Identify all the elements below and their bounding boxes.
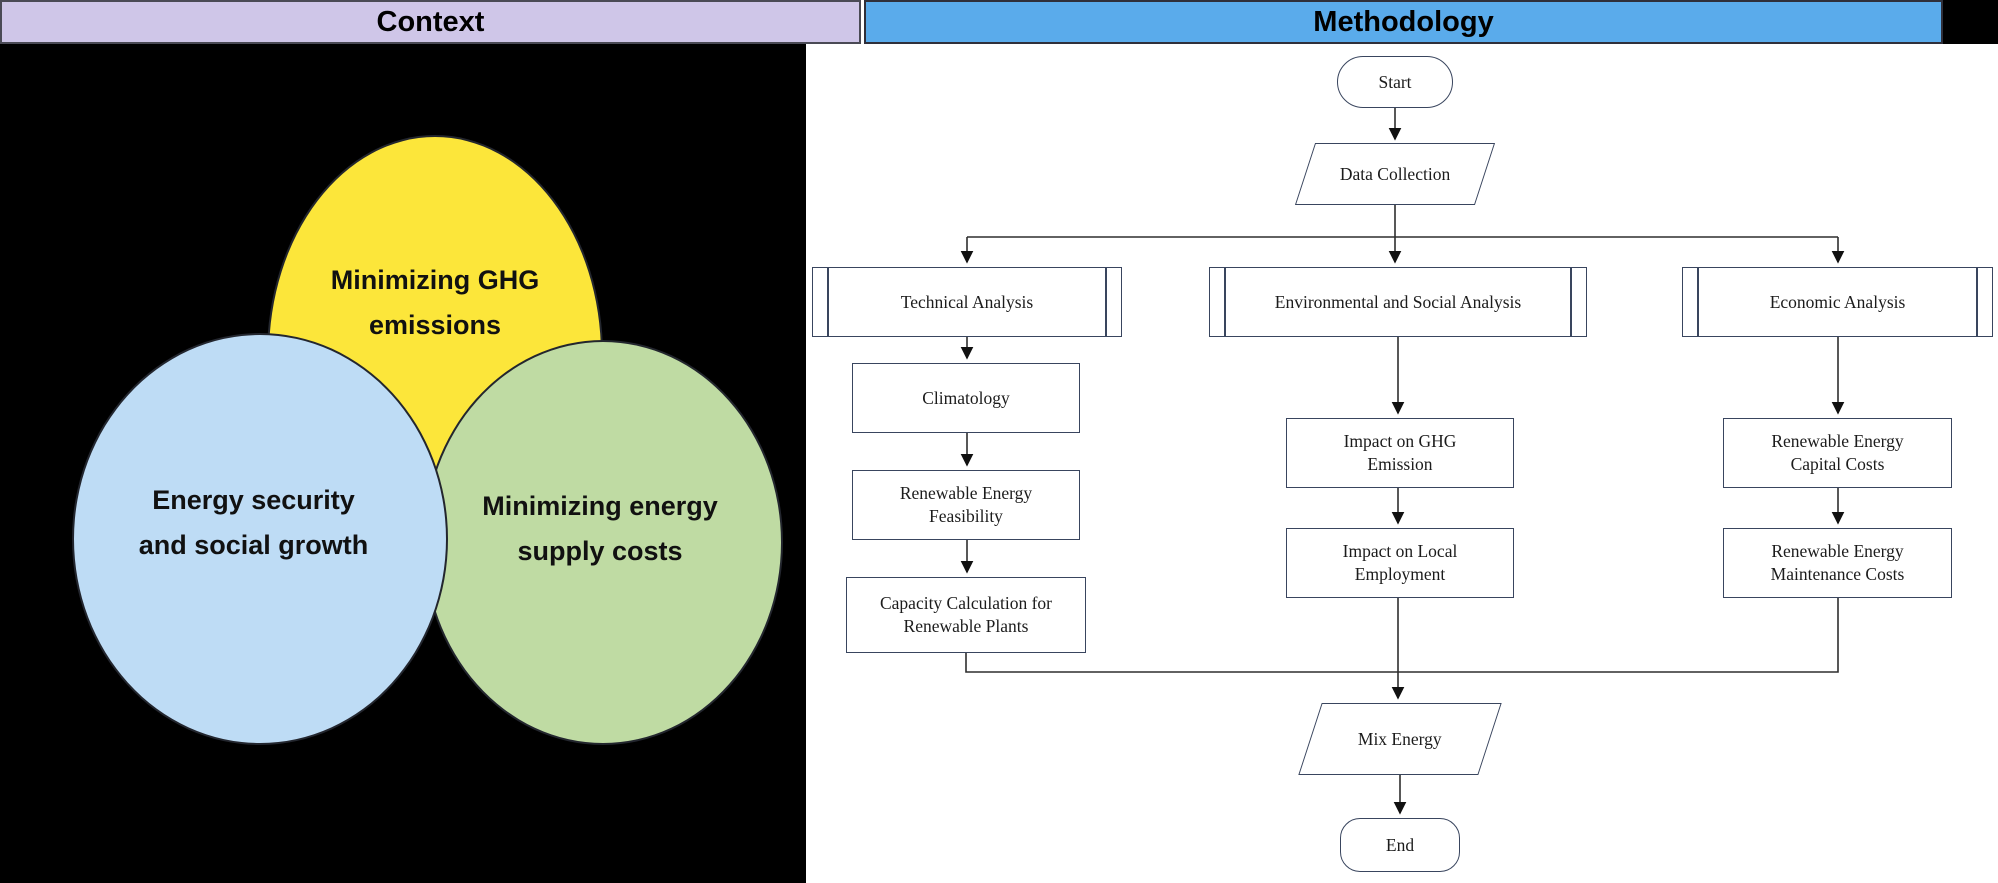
flowchart-node-renewable-feasibility: Renewable Energy Feasibility <box>852 470 1080 540</box>
flowchart-node-mix-energy-label: Mix Energy <box>1358 728 1442 749</box>
venn-label-ghg: Minimizing GHG emissions <box>330 265 540 341</box>
flowchart-node-end: End <box>1340 818 1460 872</box>
flowchart-node-impact-ghg: Impact on GHG Emission <box>1286 418 1514 488</box>
flowchart-node-env-social-analysis: Environmental and Social Analysis <box>1209 267 1587 337</box>
flowchart-node-start: Start <box>1337 56 1453 108</box>
flowchart-node-re-maintenance-costs: Renewable Energy Maintenance Costs <box>1723 528 1952 598</box>
context-panel: Minimizing GHG emissions Energy security… <box>0 44 806 883</box>
connector-merge-right <box>1398 598 1839 673</box>
methodology-header: Methodology <box>864 0 1943 44</box>
flowchart-node-capacity-calculation: Capacity Calculation for Renewable Plant… <box>846 577 1086 653</box>
header-black-strip <box>1943 0 1998 44</box>
methodology-header-label: Methodology <box>1313 5 1494 38</box>
venn-label-supply-costs: Minimizing energy supply costs <box>482 491 718 567</box>
flowchart-node-climatology: Climatology <box>852 363 1080 433</box>
context-header: Context <box>0 0 861 44</box>
flowchart-node-technical-analysis: Technical Analysis <box>812 267 1122 337</box>
flowchart-node-data-collection-label: Data Collection <box>1339 163 1451 184</box>
venn-label-energy-security: Energy security and social growth <box>138 485 369 561</box>
flowchart-node-impact-employment: Impact on Local Employment <box>1286 528 1514 598</box>
venn-circle-supply-costs <box>423 340 783 745</box>
flowchart-node-economic-analysis: Economic Analysis <box>1682 267 1993 337</box>
flowchart-node-mix-energy: Mix Energy <box>1298 703 1502 775</box>
flowchart-node-data-collection: Data Collection <box>1294 143 1496 205</box>
context-header-label: Context <box>376 5 485 38</box>
connector-merge-left <box>965 653 1398 673</box>
venn-circle-energy-security <box>72 333 448 745</box>
flowchart-node-re-capital-costs: Renewable Energy Capital Costs <box>1723 418 1952 488</box>
